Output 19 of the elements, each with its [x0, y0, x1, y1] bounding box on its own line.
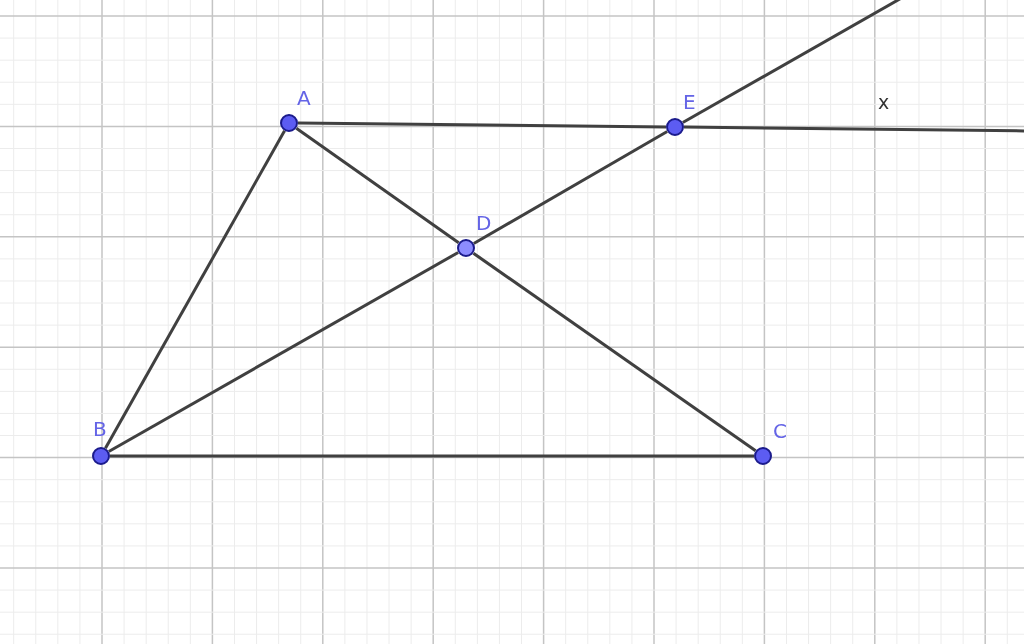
point-label: C [773, 420, 787, 442]
line-segment [104, 130, 286, 449]
line-segment [473, 130, 668, 245]
point-marker [754, 447, 772, 465]
ray-line [684, 125, 1024, 133]
point-marker [92, 447, 110, 465]
line-segment [298, 121, 666, 129]
point-label: E [683, 91, 696, 113]
line-segment [472, 251, 757, 453]
line-segment [108, 251, 459, 453]
ray-label: x [878, 91, 890, 113]
point-marker [666, 118, 684, 136]
point-label: A [297, 87, 311, 109]
point-label: B [93, 418, 107, 440]
line-segment [110, 454, 754, 458]
line-segment [295, 126, 460, 245]
point-label: D [476, 212, 492, 234]
point-marker [457, 239, 475, 257]
point-marker [280, 114, 298, 132]
